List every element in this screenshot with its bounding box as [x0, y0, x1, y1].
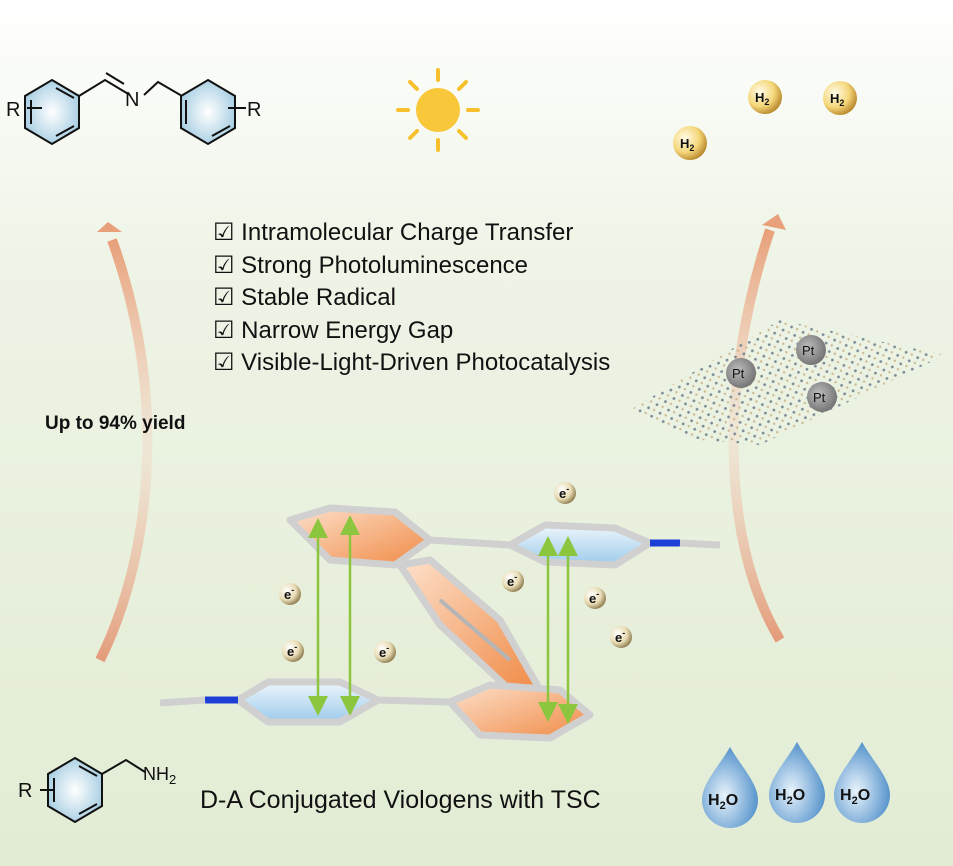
electron-bubble: e- [554, 482, 576, 504]
catalyst-caption: D-A Conjugated Viologens with TSC [200, 786, 601, 814]
electron-bubble: e- [374, 641, 396, 663]
feature-item: ☑ Stable Radical [213, 284, 396, 311]
h2-bubble: H2 [673, 126, 707, 160]
right-cycle-arrow [728, 228, 785, 643]
yield-label: Up to 94% yield [45, 413, 185, 434]
h2-bubble: H2 [748, 80, 782, 114]
pt-particle: Pt [726, 358, 756, 388]
electron-bubble: e- [610, 626, 632, 648]
imine-r-left: R [6, 99, 20, 121]
feature-item: ☑ Visible-Light-Driven Photocatalysis [213, 349, 610, 376]
svg-text:e-: e- [284, 585, 294, 602]
svg-text:Pt: Pt [802, 343, 815, 358]
water-drop-group: H2O H2O H2O [702, 742, 890, 828]
svg-text:e-: e- [379, 643, 389, 660]
feature-item: ☑ Strong Photoluminescence [213, 252, 528, 279]
svg-text:H2: H2 [830, 91, 844, 108]
svg-text:e-: e- [615, 628, 625, 645]
h2-bubble: H2 [823, 81, 857, 115]
svg-text:e-: e- [507, 572, 517, 589]
svg-text:H2: H2 [755, 90, 769, 107]
imine-n-label: N [125, 89, 139, 111]
svg-text:H2O: H2O [840, 787, 870, 807]
imine-product-structure [24, 72, 246, 146]
svg-text:Pt: Pt [732, 366, 745, 381]
left-cycle-arrow [95, 238, 153, 663]
carbon-nitride-sheet: Pt Pt Pt [630, 320, 945, 445]
feature-list: ☑ Intramolecular Charge Transfer ☑ Stron… [213, 219, 610, 376]
water-drop: H2O [834, 742, 890, 823]
sun-icon [396, 68, 480, 152]
svg-text:e-: e- [589, 589, 599, 606]
benzylamine-structure [40, 756, 146, 824]
right-arrowhead-icon [762, 214, 786, 230]
water-drop: H2O [769, 742, 825, 823]
electron-bubble: e- [282, 640, 304, 662]
pt-particle: Pt [807, 382, 837, 412]
electron-bubble: e- [584, 587, 606, 609]
electron-group: e-e-e-e-e-e-e- [279, 482, 632, 663]
svg-text:Pt: Pt [813, 390, 826, 405]
electron-bubble: e- [502, 570, 524, 592]
imine-r-right: R [247, 99, 261, 121]
amine-r-label: R [18, 780, 32, 802]
water-drop: H2O [702, 747, 758, 828]
electron-bubble: e- [279, 583, 301, 605]
left-arrowhead-icon [97, 222, 122, 232]
svg-text:H2O: H2O [775, 787, 805, 807]
charge-transfer-arrows [308, 515, 578, 724]
svg-text:H2: H2 [680, 136, 694, 153]
svg-text:H2O: H2O [708, 792, 738, 812]
svg-text:e-: e- [287, 642, 297, 659]
feature-item: ☑ Intramolecular Charge Transfer [213, 219, 573, 246]
pt-particle: Pt [796, 335, 826, 365]
feature-item: ☑ Narrow Energy Gap [213, 317, 453, 344]
amine-nh2-label: NH2 [143, 764, 176, 787]
svg-text:e-: e- [559, 484, 569, 501]
